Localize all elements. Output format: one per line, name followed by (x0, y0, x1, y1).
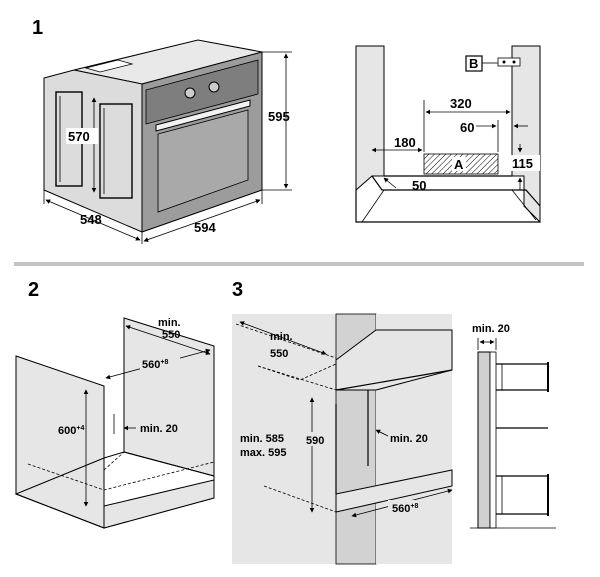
fig3-side-elevation: min. 20 (470, 323, 556, 529)
figure-separator (14, 262, 584, 266)
fig2-height: 600+4 (58, 425, 84, 437)
dim-oven-width: 594 (194, 220, 216, 235)
vent-label: A (454, 157, 464, 172)
figure-1: 1 570 (32, 17, 292, 244)
fig2-depth-value: 550 (162, 329, 180, 341)
fig2-width: 560+8 (142, 359, 168, 371)
figure-3: 3 min. 550 590 min. 585 max. 595 min. 20 (232, 279, 556, 565)
fig3-width: 560+8 (392, 503, 418, 515)
fig2-gap: min. 20 (140, 423, 178, 435)
fig3-depth-label: min. (270, 331, 293, 343)
dim-180: 180 (394, 135, 416, 150)
figure-3-number: 3 (232, 279, 243, 301)
dim-115: 115 (512, 156, 533, 171)
fig3-depth-value: 550 (270, 348, 288, 360)
fig3-height: 590 (306, 435, 324, 447)
dim-60: 60 (460, 120, 474, 135)
figure-1-number: 1 (32, 17, 43, 39)
figure-2: 2 min. 550 560+8 600+4 min. 20 (14, 279, 215, 529)
dim-oven-height-outer: 595 (268, 109, 290, 124)
dim-oven-height-inner: 570 (68, 129, 90, 144)
fig3-range-max: max. 595 (240, 447, 286, 459)
fig2-depth-label: min. (158, 317, 181, 329)
fig3-side-gap: min. 20 (472, 323, 510, 335)
figure-1-cabinet: A B 320 60 180 115 50 (355, 45, 541, 224)
dim-320: 320 (450, 96, 472, 111)
dim-oven-depth: 548 (80, 212, 102, 227)
bracket-label: B (469, 56, 478, 71)
fig3-gap: min. 20 (390, 433, 428, 445)
fig3-range-min: min. 585 (240, 433, 284, 445)
figure-2-number: 2 (28, 279, 39, 301)
dim-50: 50 (412, 178, 426, 193)
